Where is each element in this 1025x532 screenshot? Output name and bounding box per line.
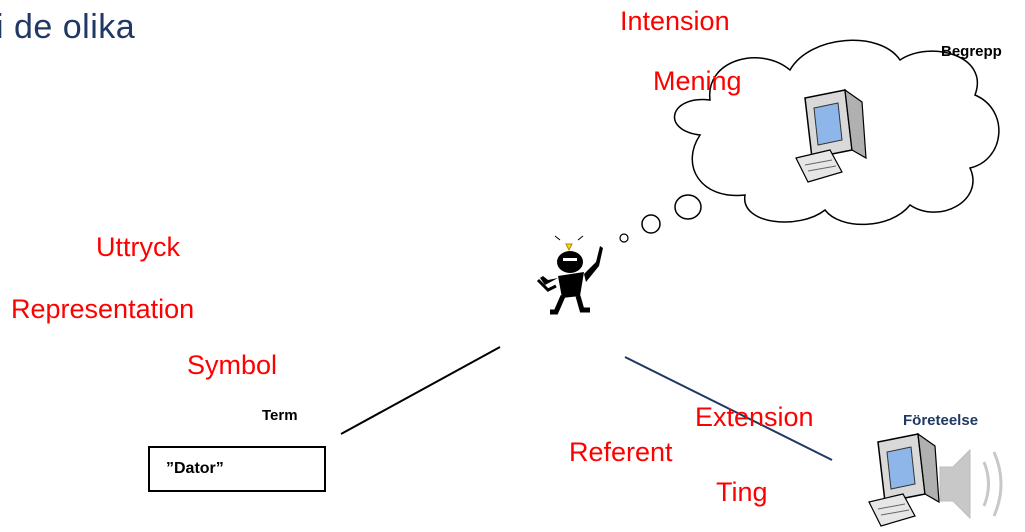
label-intension: Intension	[620, 6, 730, 36]
term-box: ”Dator”	[148, 446, 326, 492]
computer-icon-concept	[795, 88, 867, 183]
slide-title: i de olika	[0, 8, 136, 46]
label-representation: Representation	[11, 294, 195, 324]
speaker-icon	[939, 448, 1003, 520]
label-extension: Extension	[695, 402, 814, 432]
label-uttryck: Uttryck	[96, 232, 180, 262]
thought-bubble-small	[619, 233, 629, 243]
thinking-person-icon	[536, 235, 603, 315]
thought-bubble-medium	[641, 214, 661, 234]
label-mening: Mening	[653, 66, 742, 96]
label-begrepp: Begrepp	[941, 43, 1002, 60]
computer-icon-object	[868, 432, 940, 527]
label-ting: Ting	[716, 477, 768, 507]
label-foreteelse: Företeelse	[903, 412, 979, 429]
label-symbol: Symbol	[187, 350, 278, 380]
thought-bubble-large	[674, 194, 702, 220]
term-value: ”Dator”	[166, 460, 224, 477]
person-thing-line	[624, 356, 833, 461]
term-person-line	[340, 346, 501, 435]
label-term: Term	[262, 407, 298, 424]
label-referent: Referent	[569, 437, 673, 467]
